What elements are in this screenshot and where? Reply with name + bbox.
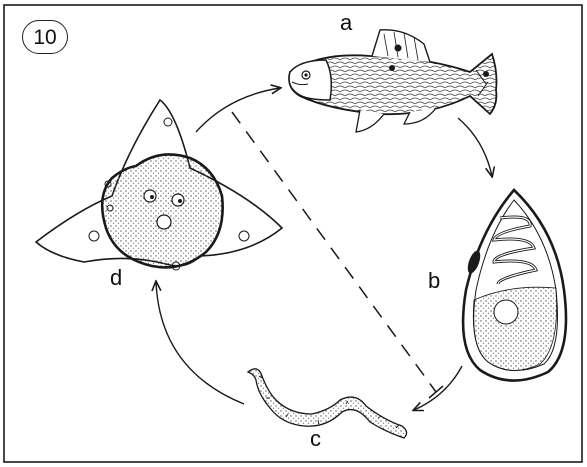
cercaria-illustration: [36, 100, 282, 270]
label-a: a: [340, 12, 352, 34]
label-d: d: [110, 267, 122, 289]
fish-illustration: [289, 30, 497, 132]
dashed-divider: [232, 112, 436, 392]
larva-illustration: [248, 369, 407, 438]
egg-illustration: [463, 190, 566, 381]
panel-number-badge: 10: [22, 20, 68, 54]
arrow-d-to-a: [196, 88, 280, 132]
arrow-a-to-b: [458, 118, 492, 176]
label-c: c: [310, 428, 321, 450]
arrow-c-to-d: [156, 282, 244, 404]
label-b: b: [428, 270, 440, 292]
